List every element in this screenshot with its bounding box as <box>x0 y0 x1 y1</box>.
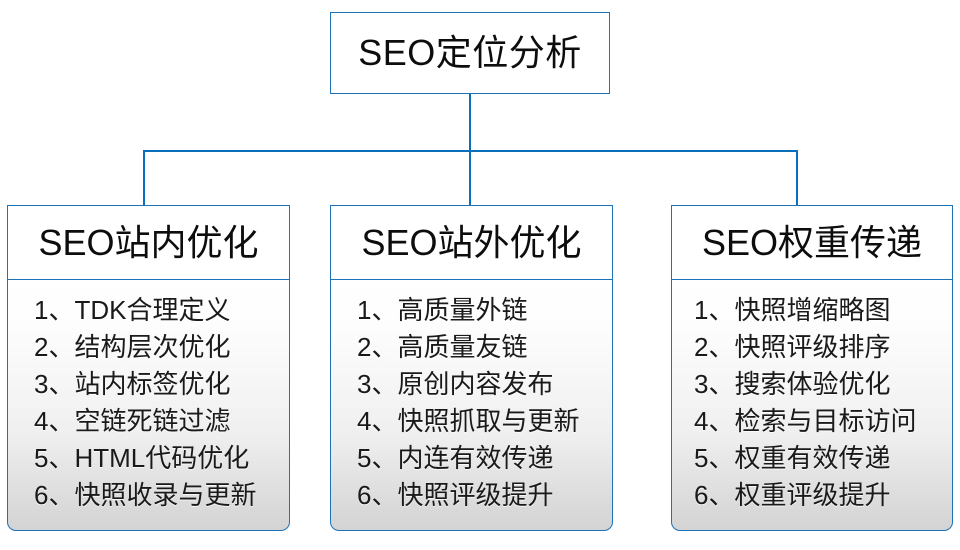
branch-header-weight-transfer[interactable]: SEO权重传递 <box>671 205 953 281</box>
list-item: 5、内连有效传递 <box>357 443 554 474</box>
branch-column-onsite: SEO站内优化 1、TDK合理定义 2、结构层次优化 3、站内标签优化 4、空链… <box>7 205 290 535</box>
list-item: 4、空链死链过滤 <box>34 406 231 437</box>
list-item: 3、搜索体验优化 <box>694 369 891 400</box>
list-item: 2、高质量友链 <box>357 332 528 363</box>
connector-vertical-left <box>143 150 145 206</box>
branch-list-offsite: 1、高质量外链 2、高质量友链 3、原创内容发布 4、快照抓取与更新 5、内连有… <box>330 279 613 532</box>
branch-column-weight-transfer: SEO权重传递 1、快照增缩略图 2、快照评级排序 3、搜索体验优化 4、检索与… <box>671 205 953 535</box>
list-item: 2、快照评级排序 <box>694 332 891 363</box>
root-node-label: SEO定位分析 <box>358 32 582 73</box>
branch-list-weight-transfer: 1、快照增缩略图 2、快照评级排序 3、搜索体验优化 4、检索与目标访问 5、权… <box>671 279 953 532</box>
connector-vertical-right <box>796 150 798 206</box>
list-item: 5、HTML代码优化 <box>34 443 250 474</box>
list-item: 3、站内标签优化 <box>34 369 231 400</box>
root-node-seo-positioning-analysis[interactable]: SEO定位分析 <box>330 12 610 94</box>
branch-list-onsite: 1、TDK合理定义 2、结构层次优化 3、站内标签优化 4、空链死链过滤 5、H… <box>7 279 290 532</box>
list-item: 2、结构层次优化 <box>34 332 231 363</box>
list-item: 5、权重有效传递 <box>694 443 891 474</box>
list-item: 6、快照评级提升 <box>357 480 554 511</box>
list-item: 1、TDK合理定义 <box>34 295 231 326</box>
branch-header-label: SEO站内优化 <box>38 222 259 263</box>
branch-header-offsite[interactable]: SEO站外优化 <box>330 205 613 281</box>
connector-horizontal-bus <box>143 150 798 152</box>
branch-header-onsite[interactable]: SEO站内优化 <box>7 205 290 281</box>
list-item: 3、原创内容发布 <box>357 369 554 400</box>
list-item: 1、快照增缩略图 <box>694 295 891 326</box>
list-item: 4、检索与目标访问 <box>694 406 917 437</box>
list-item: 6、权重评级提升 <box>694 480 891 511</box>
list-item: 6、快照收录与更新 <box>34 480 257 511</box>
list-item: 1、高质量外链 <box>357 295 528 326</box>
branch-header-label: SEO权重传递 <box>701 222 923 263</box>
branch-header-label: SEO站外优化 <box>361 222 582 263</box>
branch-column-offsite: SEO站外优化 1、高质量外链 2、高质量友链 3、原创内容发布 4、快照抓取与… <box>330 205 613 535</box>
list-item: 4、快照抓取与更新 <box>357 406 580 437</box>
